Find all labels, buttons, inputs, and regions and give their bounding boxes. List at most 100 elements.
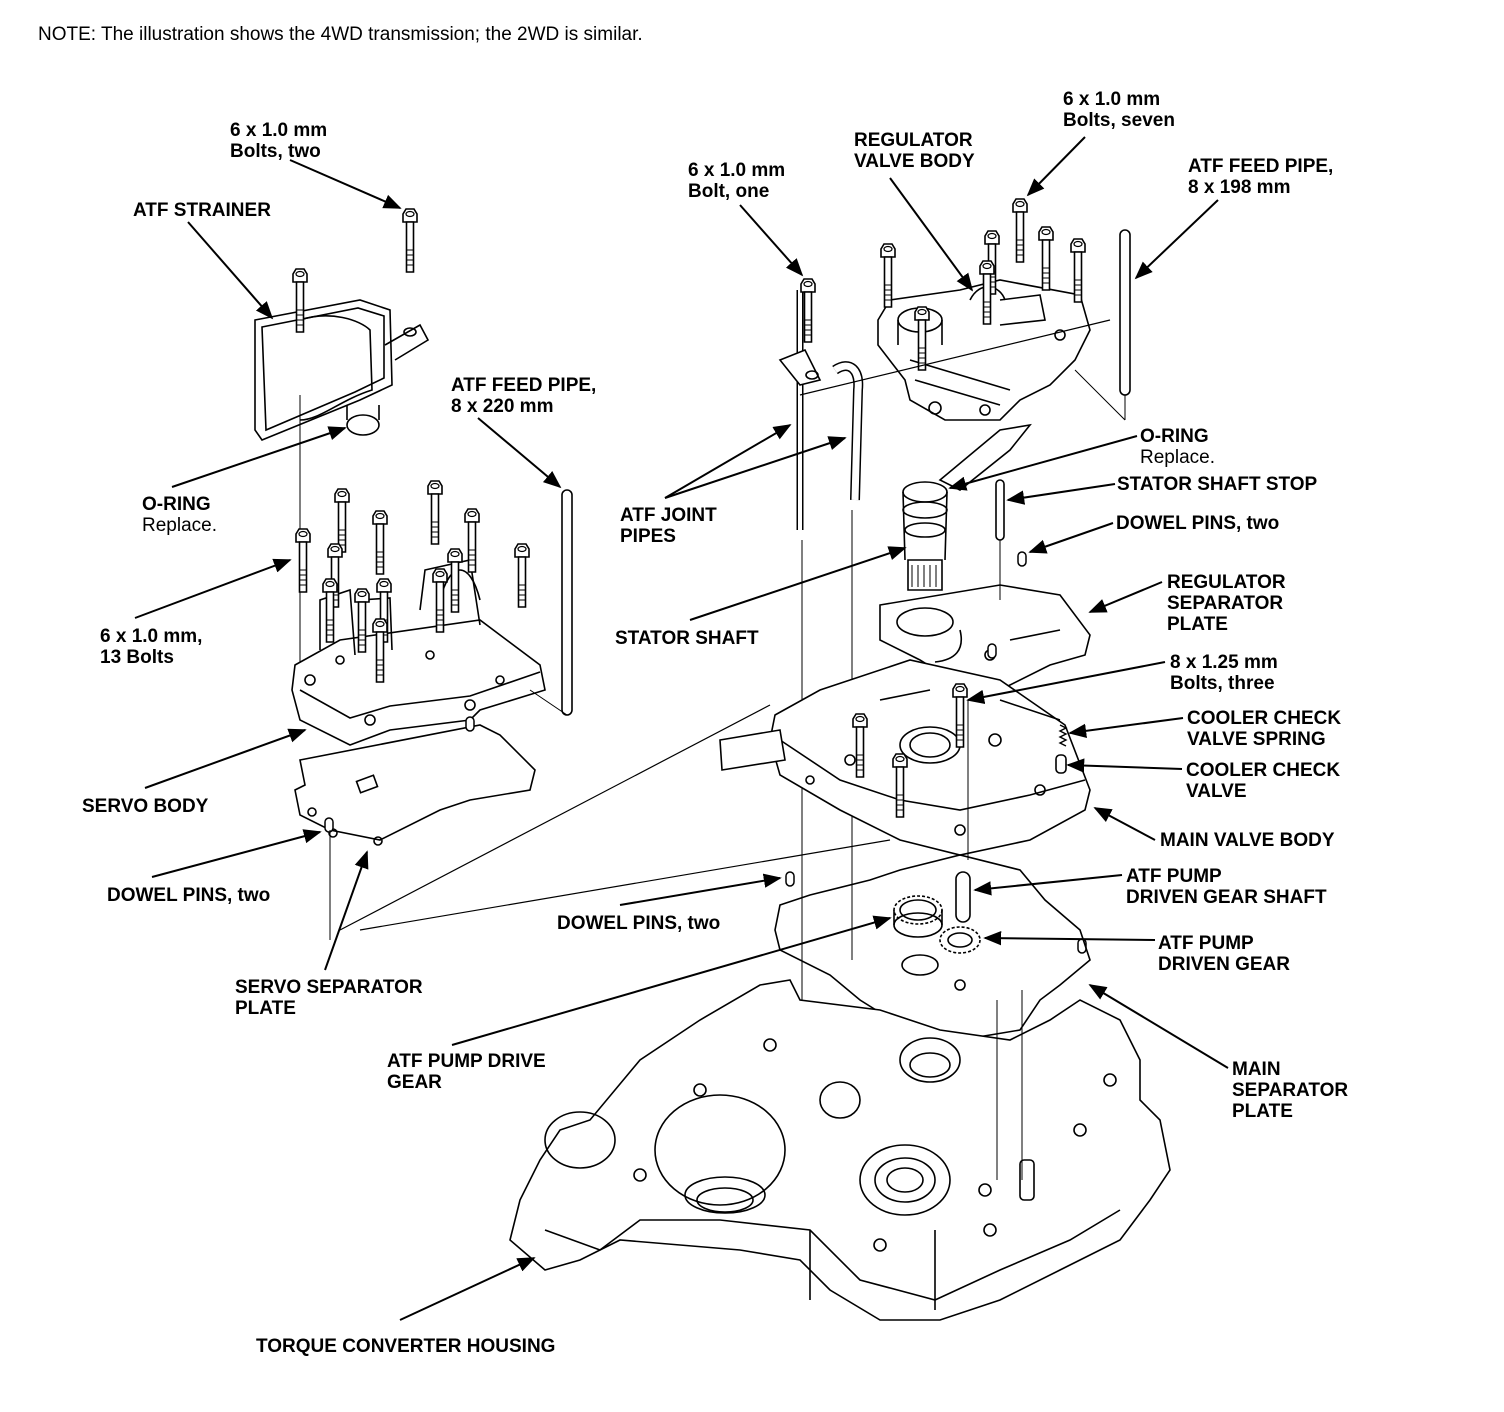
atf-feed-pipe-220 (562, 490, 572, 715)
label-atf-feed-pipe-220: ATF FEED PIPE, 8 x 220 mm (451, 375, 596, 417)
label-regulator-valve-body: REGULATOR VALVE BODY (854, 130, 975, 172)
leader-arrow (740, 205, 804, 277)
leader-line (340, 705, 770, 930)
bolt-icon (514, 543, 530, 608)
label-line: VALVE SPRING (1187, 729, 1326, 750)
leader-arrow (452, 915, 892, 1045)
leader-arrow (152, 829, 322, 877)
label-line: 8 x 220 mm (451, 396, 554, 417)
label-line: DOWEL PINS, two (557, 913, 721, 934)
label-line: DOWEL PINS, two (1116, 513, 1280, 534)
label-line: 6 x 1.0 mm (1063, 89, 1161, 110)
label-line: ATF PUMP (1126, 866, 1222, 887)
dowel-pin-icon (324, 817, 334, 833)
leader-arrow (1026, 137, 1085, 197)
label-line: SEPARATOR (1167, 593, 1284, 614)
leader-arrow (973, 875, 1122, 896)
leader-arrow (1006, 484, 1115, 505)
bolt-icon (402, 208, 418, 273)
label-line: 6 x 1.0 mm, (100, 626, 203, 647)
label-line: ATF PUMP (1158, 933, 1254, 954)
label-bolts-two: 6 x 1.0 mm Bolts, two (230, 120, 327, 162)
label-line: O-RING (142, 494, 211, 515)
bolt-icon (447, 548, 463, 613)
label-servo-separator-plate: SERVO SEPARATOR PLATE (235, 977, 423, 1019)
atf-pump-drive-gear (894, 896, 942, 937)
label-line: REGULATOR (1167, 572, 1286, 593)
atf-pump-driven-gear-shaft (956, 872, 970, 922)
bolt-icon (1070, 238, 1086, 303)
atf-strainer (255, 300, 428, 440)
leader-arrow (400, 1258, 536, 1320)
leader-arrow (478, 418, 562, 489)
label-line: Replace. (1140, 447, 1215, 468)
leader-arrow (188, 222, 274, 320)
label-line: PLATE (235, 998, 296, 1019)
leader-arrow (135, 558, 292, 618)
leader-arrow (966, 662, 1165, 705)
label-servo-body: SERVO BODY (82, 796, 208, 817)
label-line: TORQUE CONVERTER HOUSING (256, 1336, 556, 1357)
leader-arrow (1028, 523, 1113, 554)
label-line: ATF FEED PIPE, (451, 375, 597, 396)
label-atf-pump-driven-gear-shaft: ATF PUMP DRIVEN GEAR SHAFT (1126, 866, 1327, 908)
atf-pump-driven-gear (940, 927, 980, 953)
label-dowel-pins-left: DOWEL PINS, two (107, 885, 270, 906)
label-line: SEPARATOR (1232, 1080, 1349, 1101)
bolt-icon (464, 508, 480, 573)
label-stator-shaft: STATOR SHAFT (615, 628, 759, 649)
label-bolts-13: 6 x 1.0 mm, 13 Bolts (100, 626, 202, 668)
label-atf-pump-driven-gear: ATF PUMP DRIVEN GEAR (1158, 933, 1290, 975)
leader-arrow (665, 436, 847, 498)
label-line: PIPES (620, 526, 676, 547)
label-o-ring-left: O-RING Replace. (142, 494, 217, 536)
label-line: 13 Bolts (100, 647, 174, 668)
main-separator-plate (775, 855, 1090, 1040)
label-main-valve-body: MAIN VALVE BODY (1160, 830, 1335, 851)
label-regulator-separator-plate: REGULATOR SEPARATOR PLATE (1167, 572, 1286, 635)
leader-arrow (620, 873, 782, 905)
atf-joint-pipes (780, 290, 858, 530)
bolt-icon (427, 480, 443, 545)
leader-arrow (1068, 718, 1183, 739)
label-atf-joint-pipes: ATF JOINT PIPES (620, 505, 717, 547)
torque-converter-housing (510, 980, 1170, 1320)
cooler-check-valve (1056, 755, 1066, 773)
label-line: DRIVEN GEAR SHAFT (1126, 887, 1327, 908)
label-line: STATOR SHAFT (615, 628, 759, 649)
stator-shaft-stop (940, 425, 1030, 540)
label-atf-pump-drive-gear: ATF PUMP DRIVE GEAR (387, 1051, 546, 1093)
label-torque-converter-housing: TORQUE CONVERTER HOUSING (256, 1336, 555, 1357)
leader-arrow (172, 426, 347, 487)
label-line: MAIN VALVE BODY (1160, 830, 1335, 851)
label-main-separator-plate: MAIN SEPARATOR PLATE (1232, 1059, 1348, 1122)
label-line: ATF JOINT (620, 505, 717, 526)
label-line: VALVE (1186, 781, 1247, 802)
label-line: Bolts, three (1170, 673, 1275, 694)
label-line: 6 x 1.0 mm (688, 160, 786, 181)
dowel-pin-icon (1017, 551, 1027, 567)
label-line: O-RING (1140, 426, 1209, 447)
bolt-icon (334, 488, 350, 553)
bolt-icon (432, 568, 448, 633)
label-line: 8 x 1.25 mm (1170, 652, 1278, 673)
label-line: REGULATOR (854, 130, 973, 151)
diagram-note: NOTE: The illustration shows the 4WD tra… (38, 24, 643, 45)
cooler-check-valve-spring (1060, 725, 1066, 746)
label-atf-feed-pipe-198: ATF FEED PIPE, 8 x 198 mm (1188, 156, 1333, 198)
leader-arrow (325, 850, 369, 970)
label-line: STATOR SHAFT STOP (1117, 474, 1318, 495)
dowel-pin-icon (785, 871, 795, 887)
leader-arrow (983, 930, 1155, 946)
bolt-icon (1012, 198, 1028, 263)
label-line: PLATE (1232, 1101, 1293, 1122)
label-line: Replace. (142, 515, 217, 536)
label-atf-strainer: ATF STRAINER (133, 200, 271, 221)
label-bolts-three: 8 x 1.25 mm Bolts, three (1170, 652, 1278, 694)
label-line: GEAR (387, 1072, 442, 1093)
label-line: Bolts, seven (1063, 110, 1175, 131)
bolt-icon (372, 510, 388, 575)
stator-shaft (903, 482, 947, 590)
label-line: Bolt, one (688, 181, 770, 202)
